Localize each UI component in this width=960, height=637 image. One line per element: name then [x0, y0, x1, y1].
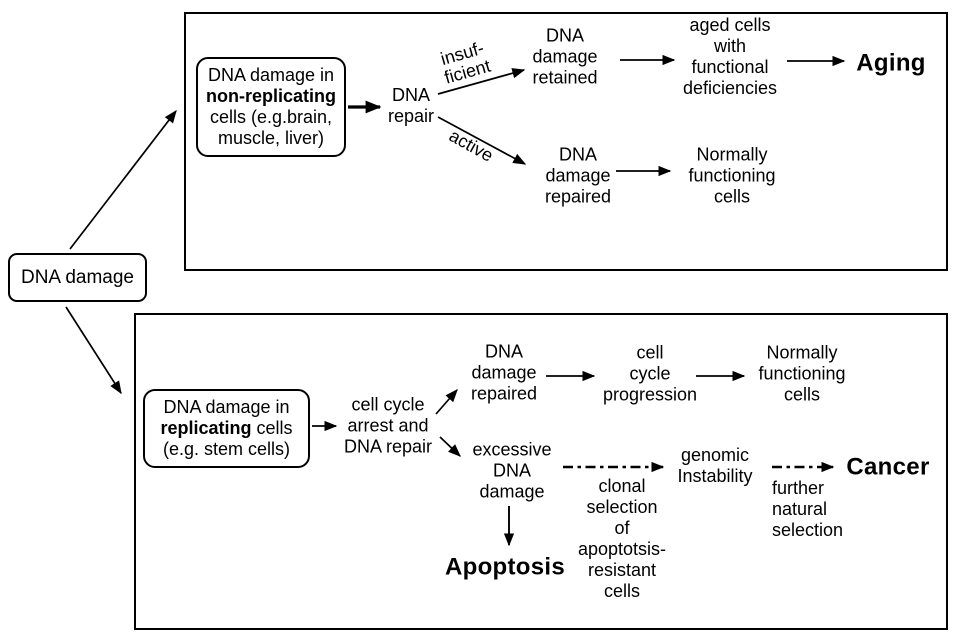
node-dna-damage-repaired-top: DNA damage repaired	[544, 144, 612, 207]
arrow-active-branch	[437, 116, 527, 165]
node-apoptosis: Apoptosis	[444, 553, 566, 581]
dna-damage-source-label: DNA damage	[20, 267, 134, 288]
nonreplicating-line-2-bold: non-replicating	[206, 86, 336, 106]
edge-label-clonal-selection: clonal selection of apoptotsis- resistan…	[577, 476, 667, 601]
edge-label-further-natural-selection: further natural selection	[772, 478, 844, 540]
node-dna-repair: DNA repair	[387, 85, 435, 126]
bottom-panel-replicating	[134, 313, 948, 630]
replicating-line-2-bold: replicating	[160, 418, 252, 438]
node-dna-damage-retained: DNA damage retained	[532, 25, 598, 88]
node-nonreplicating-cells-box: DNA damage in non-replicating cells (e.g…	[196, 57, 346, 157]
replicating-line-3: (e.g. stem cells)	[162, 439, 291, 459]
replicating-line-2: replicating cells	[145, 418, 308, 439]
node-aged-cells: aged cells with functional deficiencies	[682, 15, 778, 98]
arrow-source-to-top-panel	[69, 109, 177, 250]
node-dna-damage-source: DNA damage	[8, 253, 147, 302]
arrow-arrest-to-repaired	[435, 389, 458, 415]
top-panel-nonreplicating	[184, 12, 948, 271]
node-cell-cycle-progression: cell cycle progression	[602, 342, 698, 405]
arrow-arrest-to-excessive	[439, 436, 461, 457]
arrow-source-to-bottom-panel	[65, 306, 122, 395]
node-normal-cells-top: Normally functioning cells	[688, 144, 776, 207]
node-dna-damage-repaired-bottom: DNA damage repaired	[470, 341, 538, 404]
arrow-insufficient-branch	[437, 68, 526, 95]
nonreplicating-line-1: DNA damage in	[207, 65, 335, 85]
node-replicating-cells-box: DNA damage in replicating cells (e.g. st…	[143, 389, 310, 468]
node-excessive-dna-damage: excessive DNA damage	[472, 439, 552, 502]
node-genomic-instability: genomic Instability	[677, 445, 753, 486]
node-cancer: Cancer	[846, 453, 930, 481]
node-cell-cycle-arrest: cell cycle arrest and DNA repair	[343, 394, 433, 457]
nonreplicating-line-3: cells (e.g.brain,	[209, 107, 333, 127]
nonreplicating-line-4: muscle, liver)	[217, 128, 324, 148]
replicating-line-2-rest: cells	[251, 418, 293, 438]
replicating-line-1: DNA damage in	[163, 397, 290, 417]
node-normal-cells-bottom: Normally functioning cells	[758, 342, 846, 405]
node-aging: Aging	[856, 49, 926, 77]
